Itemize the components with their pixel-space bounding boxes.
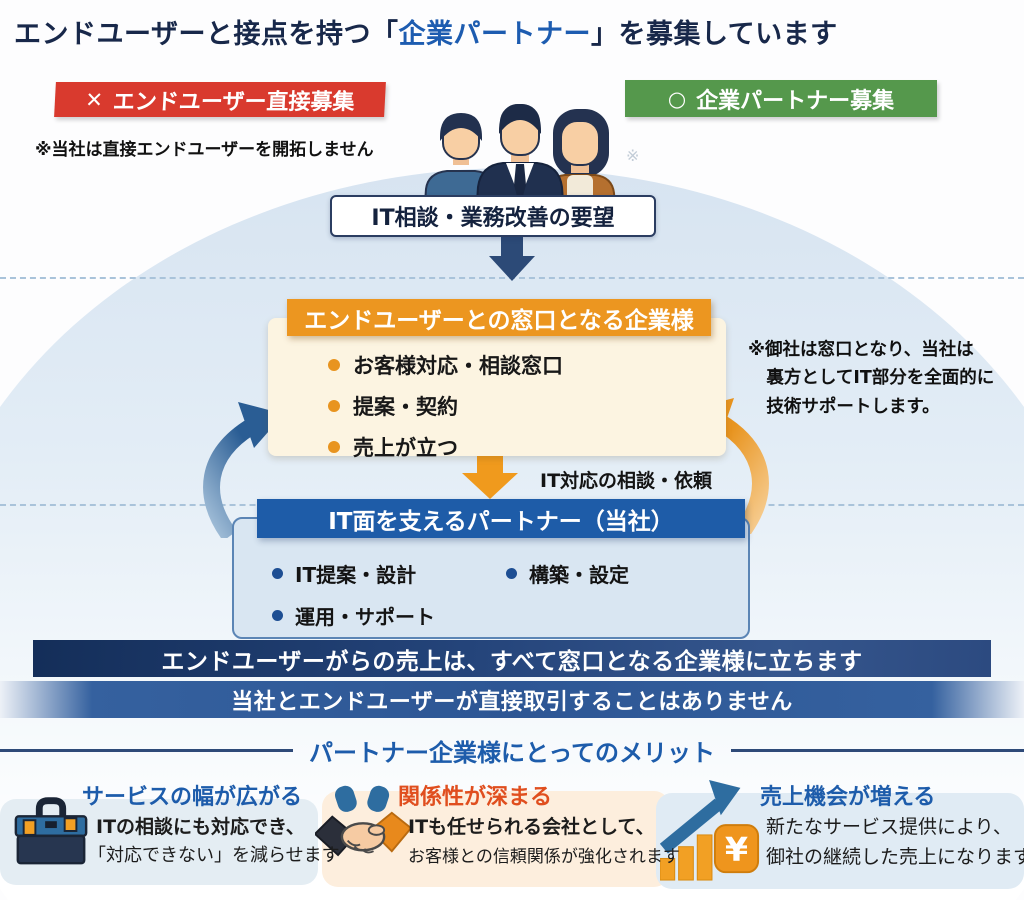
bullet-dot-icon — [272, 568, 283, 579]
partner-task-list-col1: IT提案・設計 運用・サポート — [272, 559, 435, 643]
title-pre: エンドユーザーと接点を持つ — [14, 19, 371, 50]
list-item: IT提案・設計 — [272, 559, 435, 588]
partner-task-label: IT提案・設計 — [295, 563, 417, 587]
watermark-asterisk: ※ — [626, 146, 640, 165]
title-bracket-open: 「 — [370, 19, 399, 50]
client-task-label: 売上が立つ — [353, 436, 458, 460]
client-task-list: お客様対応・相談窓口 提案・契約 売上が立つ — [328, 350, 563, 473]
note-no-direct-sales: ※当社は直接エンドユーザーを開拓しません — [35, 140, 374, 160]
down-arrow-orange-head — [462, 473, 518, 499]
divider-line — [731, 749, 1024, 752]
merit2-text-line2: お客様との信頼関係が強化されます — [408, 847, 680, 867]
bullet-dot-icon — [272, 610, 283, 621]
bullet-dot-icon — [328, 359, 340, 371]
title-post: を募集しています — [618, 19, 838, 50]
partner-task-label: 構築・設定 — [529, 563, 629, 587]
divider-line — [0, 749, 293, 752]
merit3-text-line2: 御社の継続した売上になります — [766, 846, 1024, 868]
merit-section-title: パートナー企業様にとってのメリット — [308, 739, 716, 767]
merit-section-header: パートナー企業様にとってのメリット — [0, 733, 1024, 768]
yen-symbol: ¥ — [725, 829, 748, 868]
bullet-dot-icon — [506, 568, 517, 579]
revenue-banner: エンドユーザーがらの売上は、すべて窓口となる企業様に立ちます — [33, 640, 991, 677]
partner-task-list-col2: 構築・設定 — [506, 559, 629, 601]
merit2-text-line1: ITも任せられる会社として、 — [408, 816, 655, 838]
list-item: 構築・設定 — [506, 559, 629, 588]
list-item: お客様対応・相談窓口 — [328, 350, 563, 380]
merit2-title: 関係性が深まる — [398, 785, 553, 810]
merit1-text-line1: ITの相談にも対応でき、 — [96, 816, 305, 838]
bullet-dot-icon — [328, 441, 340, 453]
title-highlight: 企業パートナー — [398, 19, 591, 50]
list-item: 提案・契約 — [328, 391, 563, 421]
page-title: エンドユーザーと接点を持つ「企業パートナー」を募集しています — [14, 12, 838, 51]
client-company-panel: お客様対応・相談窓口 提案・契約 売上が立つ — [268, 318, 726, 460]
down-arrow-navy — [501, 233, 523, 257]
merit1-text-line2: 「対応できない」を減らせます — [88, 845, 340, 866]
request-box: IT相談・業務改善の要望 — [330, 195, 656, 237]
title-bracket-close: 」 — [590, 19, 619, 50]
list-item: 運用・サポート — [272, 601, 435, 630]
down-arrow-navy-head — [489, 256, 535, 281]
merit3-title: 売上機会が増える — [760, 785, 936, 810]
client-task-label: 提案・契約 — [353, 395, 458, 419]
flow-label: IT対応の相談・依頼 — [540, 470, 713, 492]
reject-badge: ✕ エンドユーザー直接募集 — [54, 82, 386, 117]
partner-task-label: 運用・サポート — [295, 605, 435, 629]
client-company-header: エンドユーザーとの窓口となる企業様 — [287, 299, 711, 336]
accept-badge: ○ 企業パートナー募集 — [625, 80, 937, 117]
accept-badge-label: 企業パートナー募集 — [696, 88, 895, 114]
list-item: 売上が立つ — [328, 432, 563, 462]
toolbox-icon — [14, 797, 88, 865]
merit3-text-line1: 新たなサービス提供により、 — [766, 816, 1012, 838]
merit1-title: サービスの幅が広がる — [82, 785, 303, 810]
down-arrow-orange — [477, 452, 503, 474]
partner-company-header: IT面を支えるパートナー（当社） — [257, 499, 745, 538]
sales-growth-icon: ¥ — [660, 780, 760, 881]
bullet-dot-icon — [328, 400, 340, 412]
cross-icon: ✕ — [84, 87, 104, 112]
handshake-icon — [315, 785, 411, 857]
no-direct-deal-banner: 当社とエンドユーザーが直接取引することはありません — [0, 681, 1024, 718]
note-support-role: ※御社は窓口となり、当社は 裏方としてIT部分を全面的に 技術サポートします。 — [748, 340, 995, 417]
circle-icon: ○ — [667, 86, 687, 111]
reject-badge-label: エンドユーザー直接募集 — [112, 89, 356, 115]
client-task-label: お客様対応・相談窓口 — [353, 354, 563, 378]
